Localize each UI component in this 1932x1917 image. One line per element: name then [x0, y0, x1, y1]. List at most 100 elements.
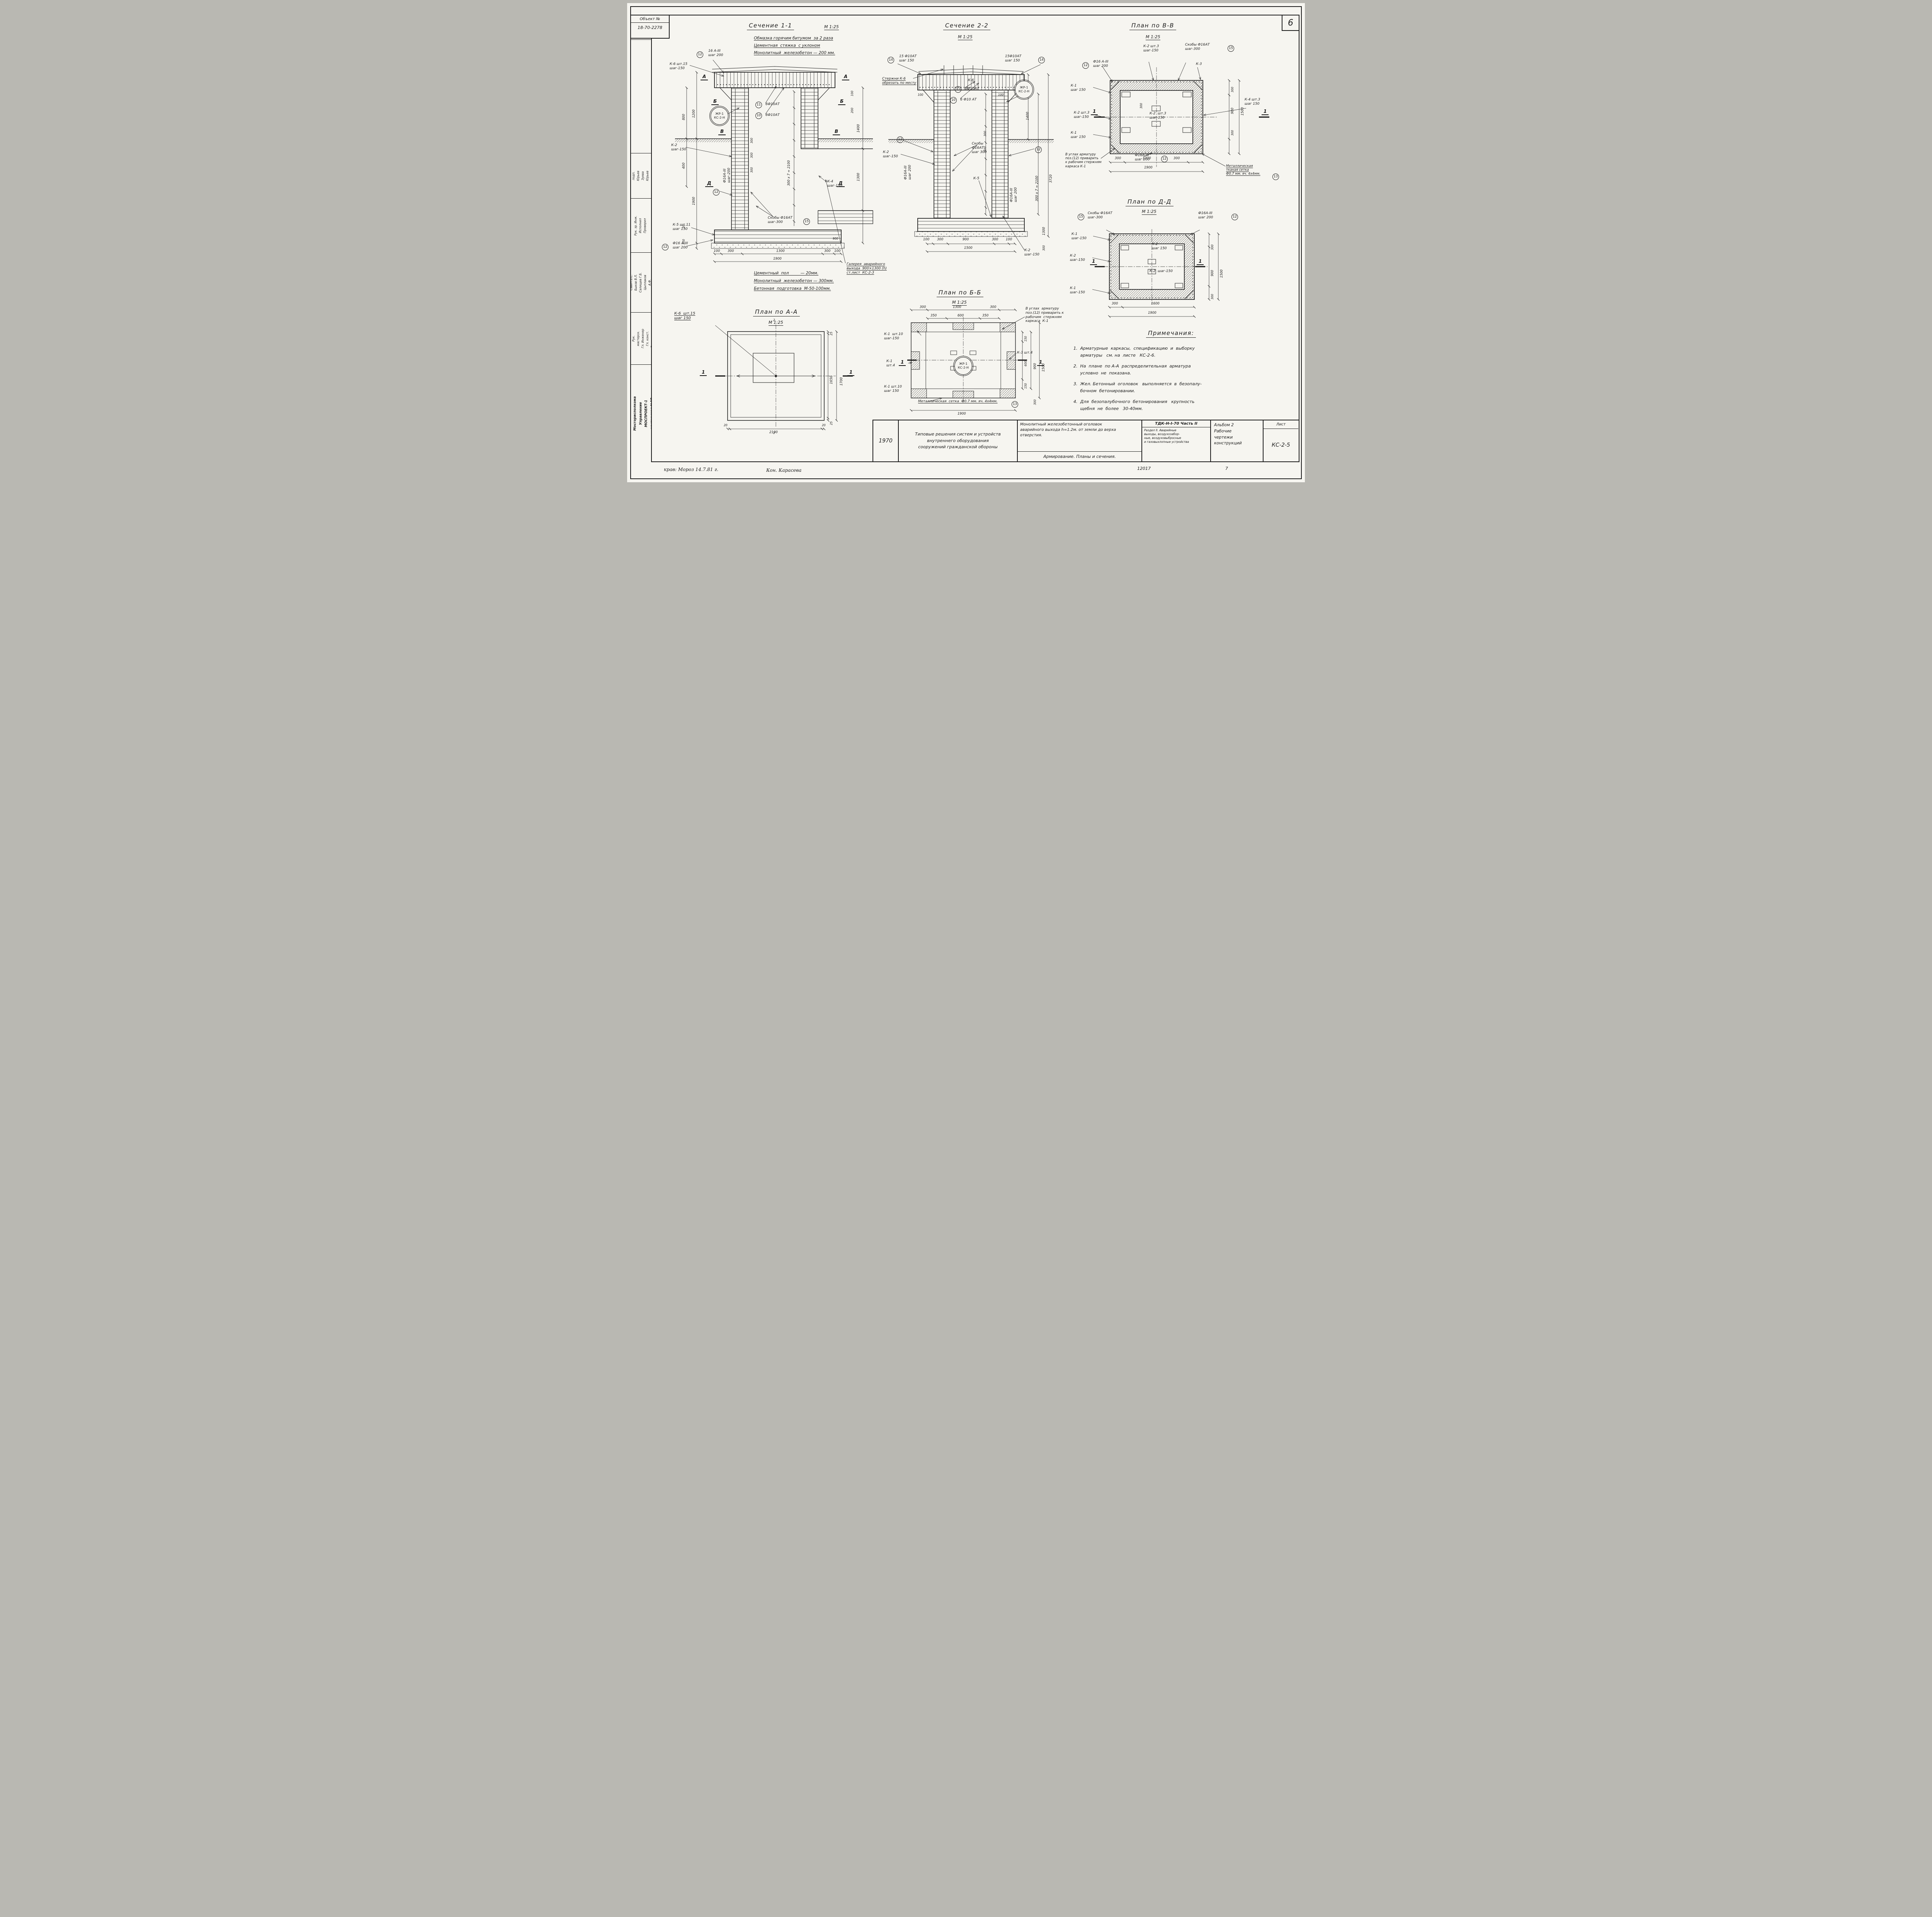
position-balloon: 12 [1231, 214, 1238, 220]
dimension-text: 200 [850, 107, 854, 113]
annotation: К-2 шаг-150 [671, 143, 686, 151]
dimension-text: 300 [682, 239, 685, 245]
panel-title: План по В-В [1129, 22, 1176, 30]
panel-title: План по Д-Д [1126, 198, 1173, 206]
dimension-text: 600 [957, 314, 964, 318]
annotation: К-1 шаг-150 [1071, 232, 1087, 240]
dimension-text: 900 [833, 237, 838, 240]
dimension-text: 300 [1231, 87, 1234, 92]
object-label: Объект № [631, 15, 669, 23]
position-balloon: 15 [1078, 214, 1084, 220]
dimension-text: 20 [682, 225, 685, 228]
dimension-text: 300 х 7 = 2100 [1035, 175, 1039, 201]
position-balloon: 14 [888, 57, 894, 63]
panel-scale: М 1:25 [1146, 34, 1160, 41]
dimension-text: 1900 [773, 257, 782, 261]
dimension-text: 1400 [1026, 112, 1030, 120]
position-balloon: 13 [1272, 173, 1279, 180]
annotation: 6Ф10АТ [765, 113, 780, 117]
annotation: Бетонная подготовка М-50-100мм. [754, 286, 831, 291]
position-balloon: 12 [1161, 156, 1168, 162]
panel-scale: М 1:25 [769, 320, 783, 326]
panel-title: Примечания: [1146, 330, 1196, 338]
annotation: Ф16А-III шаг 200 [904, 165, 912, 180]
dimension-text: 1300 [776, 249, 785, 253]
unit-mark: ЖР-1 КС-2-Н [709, 106, 730, 126]
annotation: К-5 шт.11 шаг 150 [673, 223, 691, 231]
dimension-text: 2 [773, 431, 775, 435]
object-number-box: Объект № 18-70-2278 [630, 15, 670, 39]
stamp-names: Савич В.С. Быков В.Л. Салищев Г.Б. Цыпла… [630, 272, 651, 293]
dimension-text: 300 [1173, 156, 1180, 160]
panel-scale: М 1:25 [824, 24, 839, 31]
annotation: 15 Ф10АТ шаг 150 [899, 54, 917, 63]
plan-aa-drawing [715, 325, 853, 430]
annotation: К-4 шаг-150 [827, 180, 842, 188]
dimension-text: 800 [682, 114, 686, 120]
dimension-text: 150 [1024, 383, 1027, 389]
annotation: В углах арматуру поз.(12) приварить к ра… [1026, 307, 1064, 323]
panel-scale: М 1:25 [952, 300, 967, 306]
dimension-text: 1700 [840, 377, 844, 386]
dimension-text: 350 [930, 314, 937, 318]
dimension-text: 300 [1115, 156, 1121, 160]
plan-dd-drawing [1092, 229, 1220, 318]
object-number: 18-70-2278 [638, 25, 662, 30]
annotation: 6Ф10АТ [765, 102, 780, 106]
annotation: Ф16А-III шаг 200 [1198, 211, 1213, 219]
annotation: 6 Ф10 АТ [960, 98, 977, 102]
dimension-text: 600 [1024, 361, 1027, 366]
dimension-text: 900 [963, 238, 969, 242]
section-mark: 1 [1037, 359, 1044, 366]
annotation: Ф16А-III шаг-200 [723, 168, 731, 183]
dimension-text: 1900 [1148, 311, 1156, 315]
dimension-text: 300 [1033, 399, 1037, 405]
dimension-text: 1600 [1151, 302, 1160, 306]
position-balloon: 15 [1228, 45, 1234, 52]
section-mark: Д [705, 180, 713, 187]
section-mark: 1 [1091, 109, 1098, 116]
position-balloon: 10 [950, 97, 957, 104]
dimension-text: 300 [1211, 294, 1214, 299]
section-mark: 1 [847, 369, 855, 376]
position-balloon: 13 [1012, 401, 1018, 408]
title-block-subject: Монолитный железобетонный оголовок авари… [1020, 422, 1116, 437]
dimension-text: 300 [990, 305, 997, 309]
annotation: К-5 [973, 177, 980, 180]
panel-title: Сечение 2-2 [943, 22, 991, 30]
position-balloon: 15 [803, 218, 810, 225]
note-item: 3. Жел. Бетонный оголовок выполняется в … [1073, 381, 1202, 394]
section-mark: Д [837, 180, 845, 187]
title-block-album: Альбом 2 Рабочие чертежи конструкций [1210, 420, 1263, 461]
dimension-text: 300 х 7 = 2100 [787, 160, 791, 186]
dimension-text: 100 [918, 93, 923, 97]
dimension-text: 900 [1033, 363, 1037, 369]
dimension-text: 1500 [964, 246, 973, 250]
dimension-text: 300 [992, 238, 998, 242]
dimension-text: 1300 [857, 173, 861, 181]
dimension-text: 350 [982, 314, 989, 318]
dimension-text: 25 [830, 421, 833, 425]
title-block-sheet-number: КС-2-5 [1272, 442, 1290, 448]
dimension-text: 300 [1042, 245, 1046, 251]
unit-mark: ЖР-1 КС-2-Н [1014, 80, 1034, 100]
title-block-firm: Типовые решения систем и устройств внутр… [898, 420, 1017, 461]
dimension-text: 100 [834, 249, 841, 253]
annotation: К-3 [1196, 62, 1202, 66]
annotation: Монолитный железобетон — 300мм. [754, 279, 834, 283]
note-item: 1. Арматурные каркасы, спецификацию и вы… [1073, 346, 1195, 358]
dimension-text: 1900 [1144, 166, 1153, 170]
dimension-text: 20 [822, 424, 826, 427]
section-mark: Б [838, 99, 846, 105]
note-item: 4. Для безопалубочного бетонирования кру… [1073, 399, 1195, 412]
footer-page-count: 7 [1225, 466, 1228, 471]
annotation: К-1 шт.10 шаг 150 [884, 385, 902, 393]
section-2-2-drawing [888, 63, 1054, 253]
position-balloon: 12 [1082, 62, 1089, 69]
stamp-cell-empty [630, 39, 651, 153]
drawing-sheet: Объект № 18-70-2278 6 подп. Юрьев Зуева … [627, 3, 1305, 482]
stamp-organization: Глав АПУ Мосгорисполкома Управление МОСП… [630, 396, 651, 431]
annotation: К-6 шт.15 шаг 150 [674, 311, 696, 320]
